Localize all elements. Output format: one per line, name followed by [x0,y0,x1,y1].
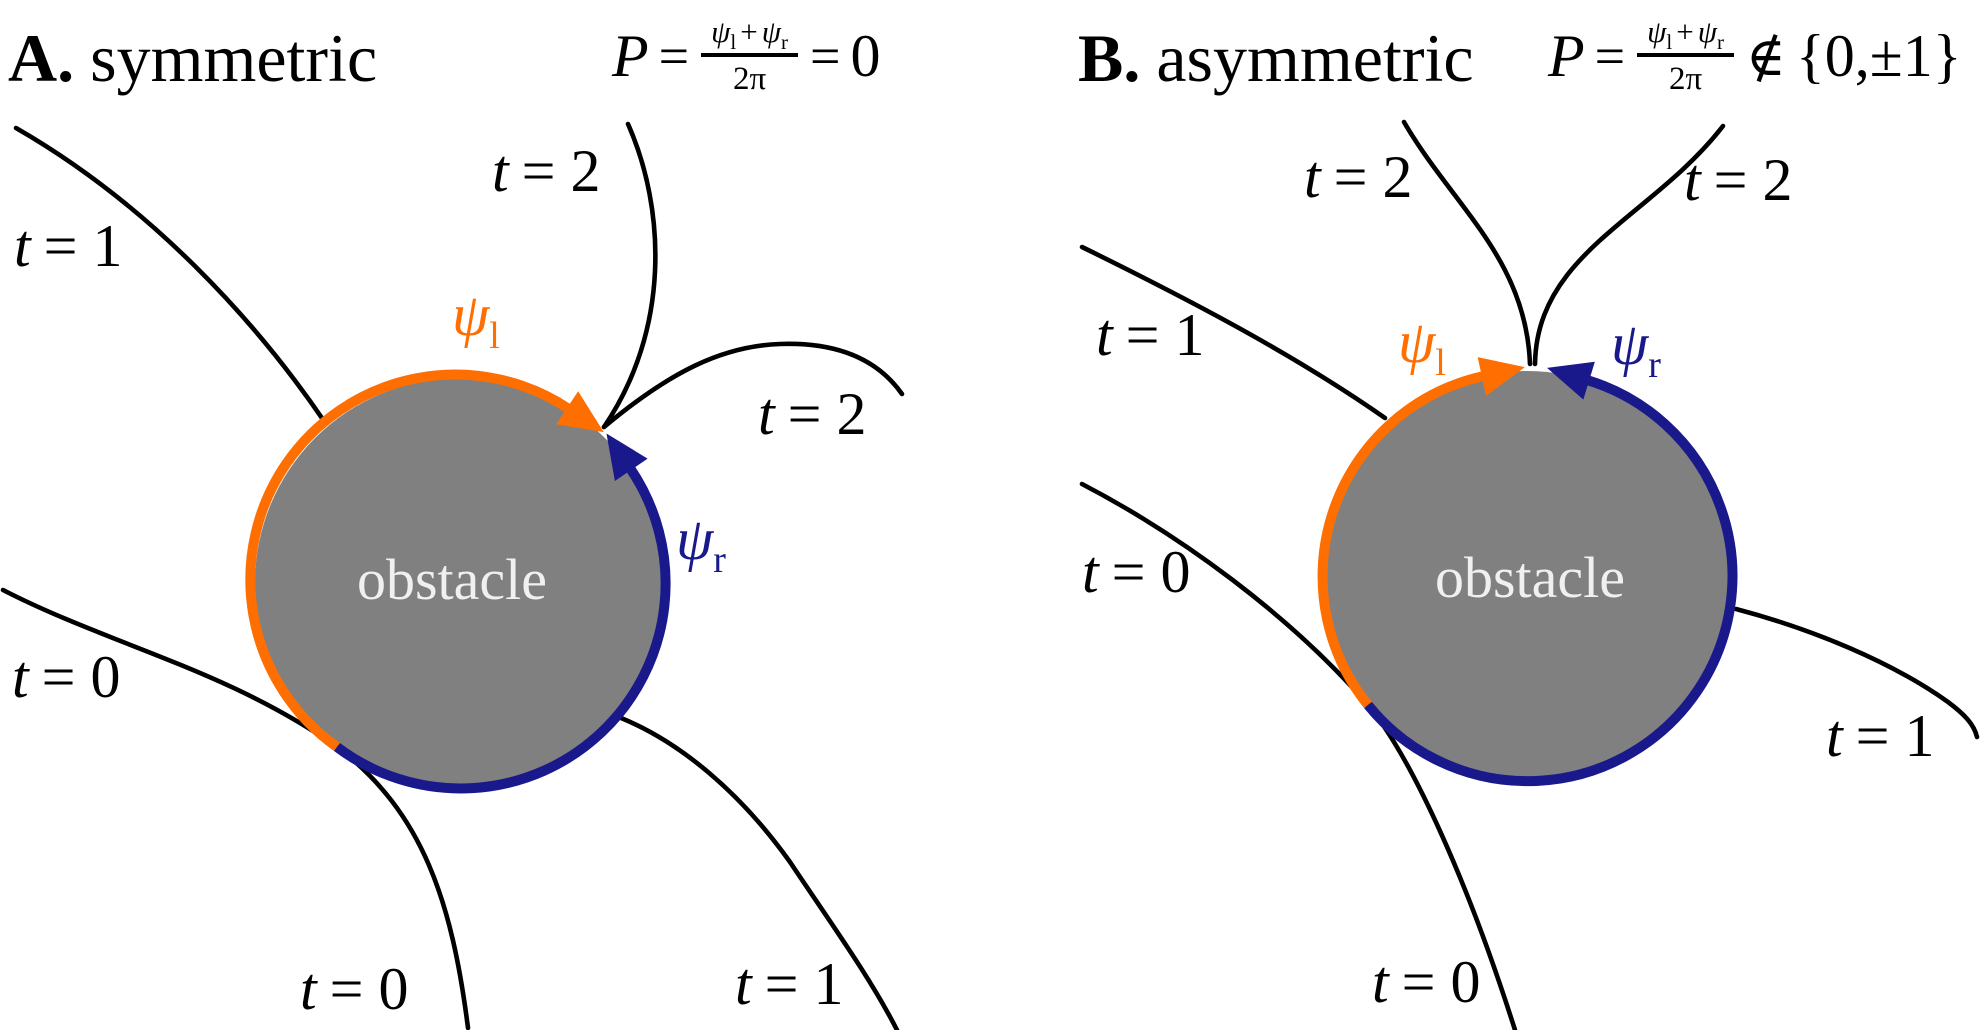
t-label-a-2-right: t= 2 [758,384,867,444]
psi-symbol: ψ [1611,311,1649,377]
t-label-value: = 0 [1401,949,1481,1015]
psi-right-label-a: ψr [676,506,726,579]
t-label-var: t [1826,703,1843,769]
formula-relation: ∉ [1745,26,1786,87]
formula-fraction: ψl+ψr 2π [701,14,798,98]
wavefront-b-t2-left [1401,119,1533,367]
obstacle-label-b: obstacle [1434,545,1626,610]
formula-rhs: 0 [850,22,881,89]
fraction-denominator: 2π [732,61,767,97]
formula-lhs: P [612,22,649,89]
fraction-numerator: ψl+ψr [701,14,798,53]
panel-b-letter: B. [1078,20,1141,96]
obstacle-label-a: obstacle [356,547,548,612]
psi-subscript: l [489,315,500,357]
t-label-a-2-upper: t= 2 [492,141,601,201]
numerator-psi-left-sub: l [1666,30,1673,55]
t-label-var: t [1304,144,1321,210]
wavefront-a-t1-lower [618,715,900,1030]
obstacle-circle-a [255,378,665,788]
fraction-numerator: ψl+ψr [1637,14,1734,53]
t-label-b-1-left: t= 1 [1096,305,1205,365]
t-label-value: = 0 [1111,539,1191,605]
t-label-value: = 2 [1333,144,1413,210]
psi-subscript: r [713,539,726,581]
t-label-var: t [758,381,775,447]
t-label-b-0-left: t= 0 [1082,542,1191,602]
wavefront-a-t1-upper [13,125,327,424]
formula-equals: = [658,26,690,86]
numerator-psi-right: ψ [1697,14,1717,49]
t-label-a-0-bottom: t= 0 [300,959,409,1019]
t-label-value: = 1 [1125,302,1205,368]
numerator-psi-left: ψ [1647,14,1667,49]
t-label-value: = 2 [521,138,601,204]
psi-symbol: ψ [1398,309,1436,375]
psi-right-arc-a [333,433,671,794]
t-label-var: t [1372,949,1389,1015]
psi-right-label-b: ψr [1611,311,1661,384]
wavefront-a-t2-left [601,121,658,430]
panel-a-formula: P = ψl+ψr 2π = 0 [612,0,880,112]
t-label-var: t [1096,302,1113,368]
panel-a-title-word: symmetric [90,20,378,96]
numerator-psi-left: ψ [711,14,731,49]
psi-symbol: ψ [452,282,490,348]
fraction-bar [1637,53,1734,57]
panel-b-formula: P = ψl+ψr 2π ∉ {0,±1} [1548,0,1962,112]
formula-equals: = [1594,26,1626,86]
t-label-b-2-right: t= 2 [1684,150,1793,210]
t-label-var: t [492,138,509,204]
t-label-value: = 1 [43,213,123,279]
t-label-value: = 0 [41,644,121,710]
wavefront-b-t2-right [1532,123,1726,367]
t-label-value: = 2 [1713,147,1793,213]
wavefront-a-t2-right [601,341,905,430]
panel-a-title: A.symmetric [8,24,377,92]
panel-b-title-word: asymmetric [1156,20,1474,96]
t-label-value: = 1 [764,951,844,1017]
numerator-psi-left-sub: l [730,30,737,55]
formula-fraction: ψl+ψr 2π [1637,14,1734,98]
t-label-b-2-left: t= 2 [1304,147,1413,207]
fraction-bar [701,53,798,57]
t-label-value: = 2 [787,381,867,447]
panel-a-letter: A. [8,20,75,96]
numerator-plus: + [1676,14,1694,49]
t-label-value: = 1 [1855,703,1935,769]
formula-lhs: P [1548,22,1585,89]
t-label-value: = 0 [329,956,409,1022]
psi-left-arc-a [245,369,604,752]
t-label-var: t [1684,147,1701,213]
t-label-var: t [735,951,752,1017]
wavefront-b-t1-left [1079,244,1388,421]
panel-b-title: B.asymmetric [1078,24,1474,92]
t-label-var: t [1082,539,1099,605]
psi-left-arc-b [1317,357,1525,709]
wavefront-b-t1-right [1733,606,1980,740]
psi-left-label-b: ψl [1398,309,1446,382]
numerator-psi-right: ψ [761,14,781,49]
formula-rhs: {0,±1} [1795,22,1962,89]
t-label-a-1-lower: t= 1 [735,954,844,1014]
psi-left-label-a: ψl [452,282,500,355]
t-label-a-0-left: t= 0 [12,647,121,707]
psi-symbol: ψ [676,506,714,572]
t-label-b-0-bottom: t= 0 [1372,952,1481,1012]
obstacle-circle-b [1322,371,1732,781]
numerator-psi-right-sub: r [780,30,788,55]
t-label-var: t [12,644,29,710]
fraction-denominator: 2π [1668,61,1703,97]
psi-subscript: r [1648,344,1661,386]
psi-subscript: l [1435,342,1446,384]
numerator-psi-right-sub: r [1716,30,1724,55]
t-label-a-1-upper: t= 1 [14,216,123,276]
numerator-plus: + [740,14,758,49]
t-label-var: t [14,213,31,279]
psi-right-arc-b [1364,361,1738,787]
t-label-var: t [300,956,317,1022]
formula-relation: = [809,26,841,86]
t-label-b-1-right: t= 1 [1826,706,1935,766]
